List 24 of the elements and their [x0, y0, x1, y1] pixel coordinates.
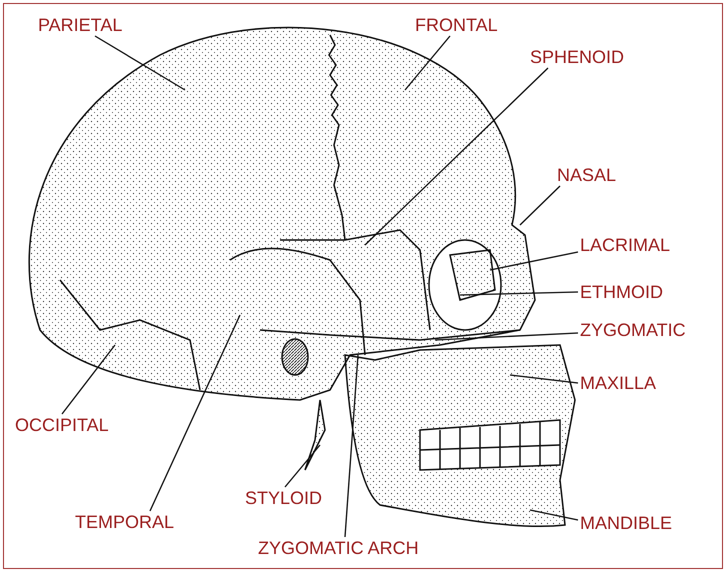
- part-label: MANDIBLE: [580, 513, 672, 533]
- part-label: SPHENOID: [530, 47, 624, 67]
- part-label: MAXILLA: [580, 373, 656, 393]
- leader-line: [404, 36, 450, 90]
- leader-line: [344, 354, 359, 538]
- part-label: ETHMOID: [580, 282, 663, 302]
- leader-line: [490, 251, 578, 271]
- leader-line: [364, 68, 548, 246]
- leader-line: [520, 186, 560, 226]
- part-label: TEMPORAL: [75, 512, 174, 532]
- leader-line: [284, 444, 320, 488]
- leader-line: [149, 314, 241, 512]
- part-label: ZYGOMATIC ARCH: [258, 538, 419, 558]
- part-label: LACRIMAL: [580, 235, 670, 255]
- part-label: STYLOID: [245, 488, 322, 508]
- leader-line: [460, 291, 578, 296]
- leader-line: [434, 332, 578, 341]
- part-label: OCCIPITAL: [15, 415, 109, 435]
- part-label: NASAL: [557, 165, 616, 185]
- leader-line: [94, 35, 186, 91]
- leader-line: [61, 344, 116, 414]
- part-label: PARIETAL: [38, 15, 122, 35]
- part-label: FRONTAL: [415, 15, 498, 35]
- part-label: ZYGOMATIC: [580, 320, 686, 340]
